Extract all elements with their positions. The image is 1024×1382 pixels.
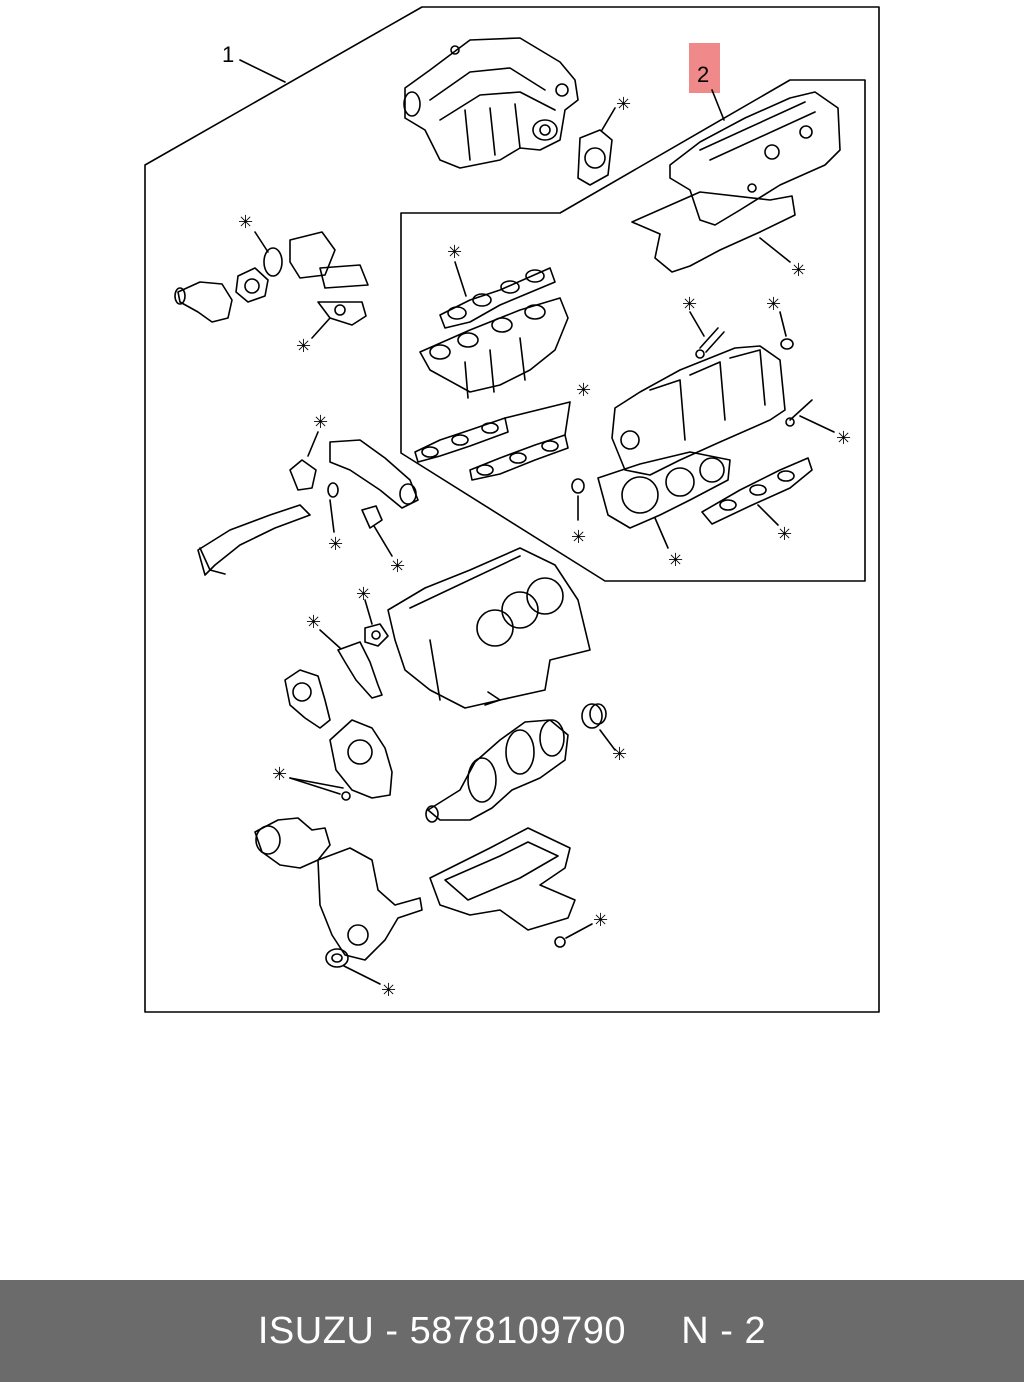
marker: ✳ (668, 550, 683, 570)
footer-bar: ISUZU - 5878109790 N - 2 (0, 1280, 1024, 1382)
oil-pump (289, 719, 393, 801)
intake-manifold (419, 261, 569, 399)
marker: ✳ (593, 910, 608, 930)
oil-pan (429, 827, 593, 948)
marker: ✳ (612, 744, 627, 764)
valve-seal (571, 478, 585, 521)
callout-1-label: 1 (222, 42, 234, 67)
head-bolts (689, 311, 835, 433)
marker: ✳ (272, 764, 287, 784)
water-outlet-group (174, 231, 369, 339)
callout-2-label: 2 (697, 62, 709, 87)
marker: ✳ (390, 556, 405, 576)
intake-plenum (403, 37, 579, 169)
marker: ✳ (296, 336, 311, 356)
footer-gap (626, 1310, 681, 1353)
callout-2-highlight (689, 43, 720, 93)
marker: ✳ (791, 260, 806, 280)
footer-separator: - (374, 1309, 410, 1352)
marker: ✳ (381, 980, 396, 1000)
parts-diagram: 1 2 ✳ ✳ ✳ (144, 6, 880, 1013)
coolant-pipe (197, 431, 419, 576)
marker: ✳ (616, 94, 631, 114)
marker: ✳ (777, 524, 792, 544)
marker: ✳ (238, 212, 253, 232)
footer-page-ref: N - 2 (681, 1309, 767, 1352)
footer-brand: ISUZU (257, 1309, 375, 1352)
marker: ✳ (328, 534, 343, 554)
exhaust-gaskets (414, 401, 571, 481)
kit-outline (144, 6, 880, 1013)
callout-1: 1 (222, 42, 286, 83)
marker: ✳ (313, 412, 328, 432)
water-pump (284, 669, 331, 729)
alternator (254, 817, 331, 869)
marker: ✳ (571, 527, 586, 547)
crankshaft (425, 719, 569, 823)
marker: ✳ (306, 612, 321, 632)
marker: ✳ (447, 242, 462, 262)
marker: ✳ (576, 380, 591, 400)
valve-cover (631, 91, 841, 273)
timing-cover (317, 847, 423, 985)
rear-seal (581, 703, 616, 751)
cylinder-head (611, 345, 786, 476)
block-gaskets (319, 599, 389, 699)
marker: ✳ (836, 428, 851, 448)
marker: ✳ (682, 294, 697, 314)
throttle-gasket (577, 107, 616, 186)
head-gasket-2 (701, 457, 813, 526)
cylinder-block (387, 547, 591, 709)
callout-2: 2 (689, 43, 725, 121)
head-set-outline (400, 79, 866, 582)
footer-part-number: 5878109790 (409, 1309, 626, 1352)
marker: ✳ (766, 294, 781, 314)
head-gasket (597, 451, 731, 549)
marker: ✳ (356, 584, 371, 604)
